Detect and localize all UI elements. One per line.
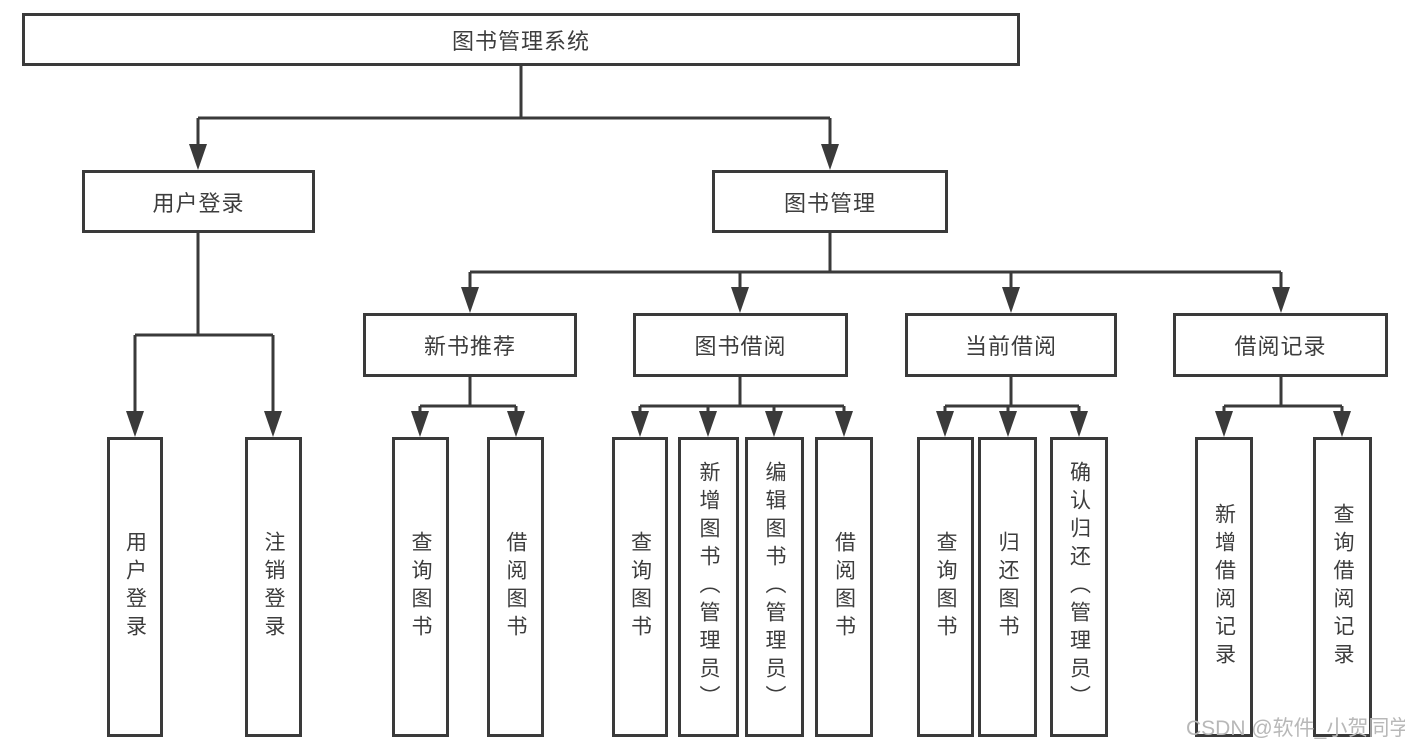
node-book-management-label: 图书管理 — [783, 190, 876, 216]
leaf-return-book-label: 归还图书 — [996, 531, 1019, 643]
leaf-borrow-book-label: 借阅图书 — [832, 531, 856, 643]
leaf-query-book-borrow-label: 查询图书 — [628, 531, 652, 643]
connector-book-management — [468, 230, 1283, 309]
node-book-borrow-label: 图书借阅 — [694, 334, 787, 359]
leaf-borrow-book: 借阅图书 — [815, 437, 873, 737]
leaf-query-book-borrow: 查询图书 — [612, 437, 668, 737]
connector-book-borrow — [638, 375, 846, 433]
node-user-login: 用户登录 — [82, 170, 315, 233]
leaf-confirm-return-admin-label: 确认归还（管理员） — [1067, 461, 1091, 713]
leaf-query-borrow-record-label: 查询借阅记录 — [1331, 503, 1354, 671]
leaf-confirm-return-admin: 确认归还（管理员） — [1050, 437, 1108, 737]
connector-borrow-records — [1222, 375, 1344, 433]
leaf-borrow-book-recommend: 借阅图书 — [487, 437, 544, 737]
connector-root — [196, 64, 832, 166]
node-user-login-label: 用户登录 — [152, 190, 245, 216]
leaf-add-book-admin-label: 新增图书（管理员） — [697, 461, 720, 713]
leaf-add-borrow-record-label: 新增借阅记录 — [1212, 503, 1236, 671]
leaf-user-login-label: 用户登录 — [123, 531, 147, 643]
node-book-borrow: 图书借阅 — [633, 313, 848, 377]
node-current-borrow: 当前借阅 — [905, 313, 1117, 377]
node-current-borrow-label: 当前借阅 — [964, 334, 1057, 359]
leaf-query-book-current-label: 查询图书 — [934, 531, 957, 643]
node-new-book-recommend: 新书推荐 — [363, 313, 577, 377]
leaf-edit-book-admin-label: 编辑图书（管理员） — [763, 461, 786, 713]
leaf-query-book-recommend-label: 查询图书 — [409, 531, 432, 643]
leaf-query-book-recommend: 查询图书 — [392, 437, 449, 737]
leaf-logout: 注销登录 — [245, 437, 302, 737]
connector-user-login — [133, 230, 275, 433]
csdn-watermark: CSDN @软件_小贺同学 — [1186, 717, 1405, 740]
leaf-edit-book-admin: 编辑图书（管理员） — [745, 437, 804, 737]
connector-new-book-recommend — [418, 375, 518, 433]
arrowheads — [126, 144, 1351, 437]
node-book-management: 图书管理 — [712, 170, 948, 233]
node-borrow-records: 借阅记录 — [1173, 313, 1388, 377]
node-borrow-records-label: 借阅记录 — [1234, 334, 1327, 359]
leaf-query-book-current: 查询图书 — [917, 437, 974, 737]
leaf-return-book: 归还图书 — [978, 437, 1037, 737]
leaf-logout-label: 注销登录 — [262, 531, 285, 643]
leaf-add-borrow-record: 新增借阅记录 — [1195, 437, 1253, 737]
leaf-borrow-book-recommend-label: 借阅图书 — [504, 531, 527, 643]
node-root: 图书管理系统 — [22, 13, 1020, 66]
leaf-add-book-admin: 新增图书（管理员） — [678, 437, 739, 737]
node-new-book-recommend-label: 新书推荐 — [423, 334, 516, 359]
leaf-user-login: 用户登录 — [107, 437, 163, 737]
leaf-query-borrow-record: 查询借阅记录 — [1313, 437, 1372, 737]
node-root-label: 图书管理系统 — [451, 28, 590, 54]
